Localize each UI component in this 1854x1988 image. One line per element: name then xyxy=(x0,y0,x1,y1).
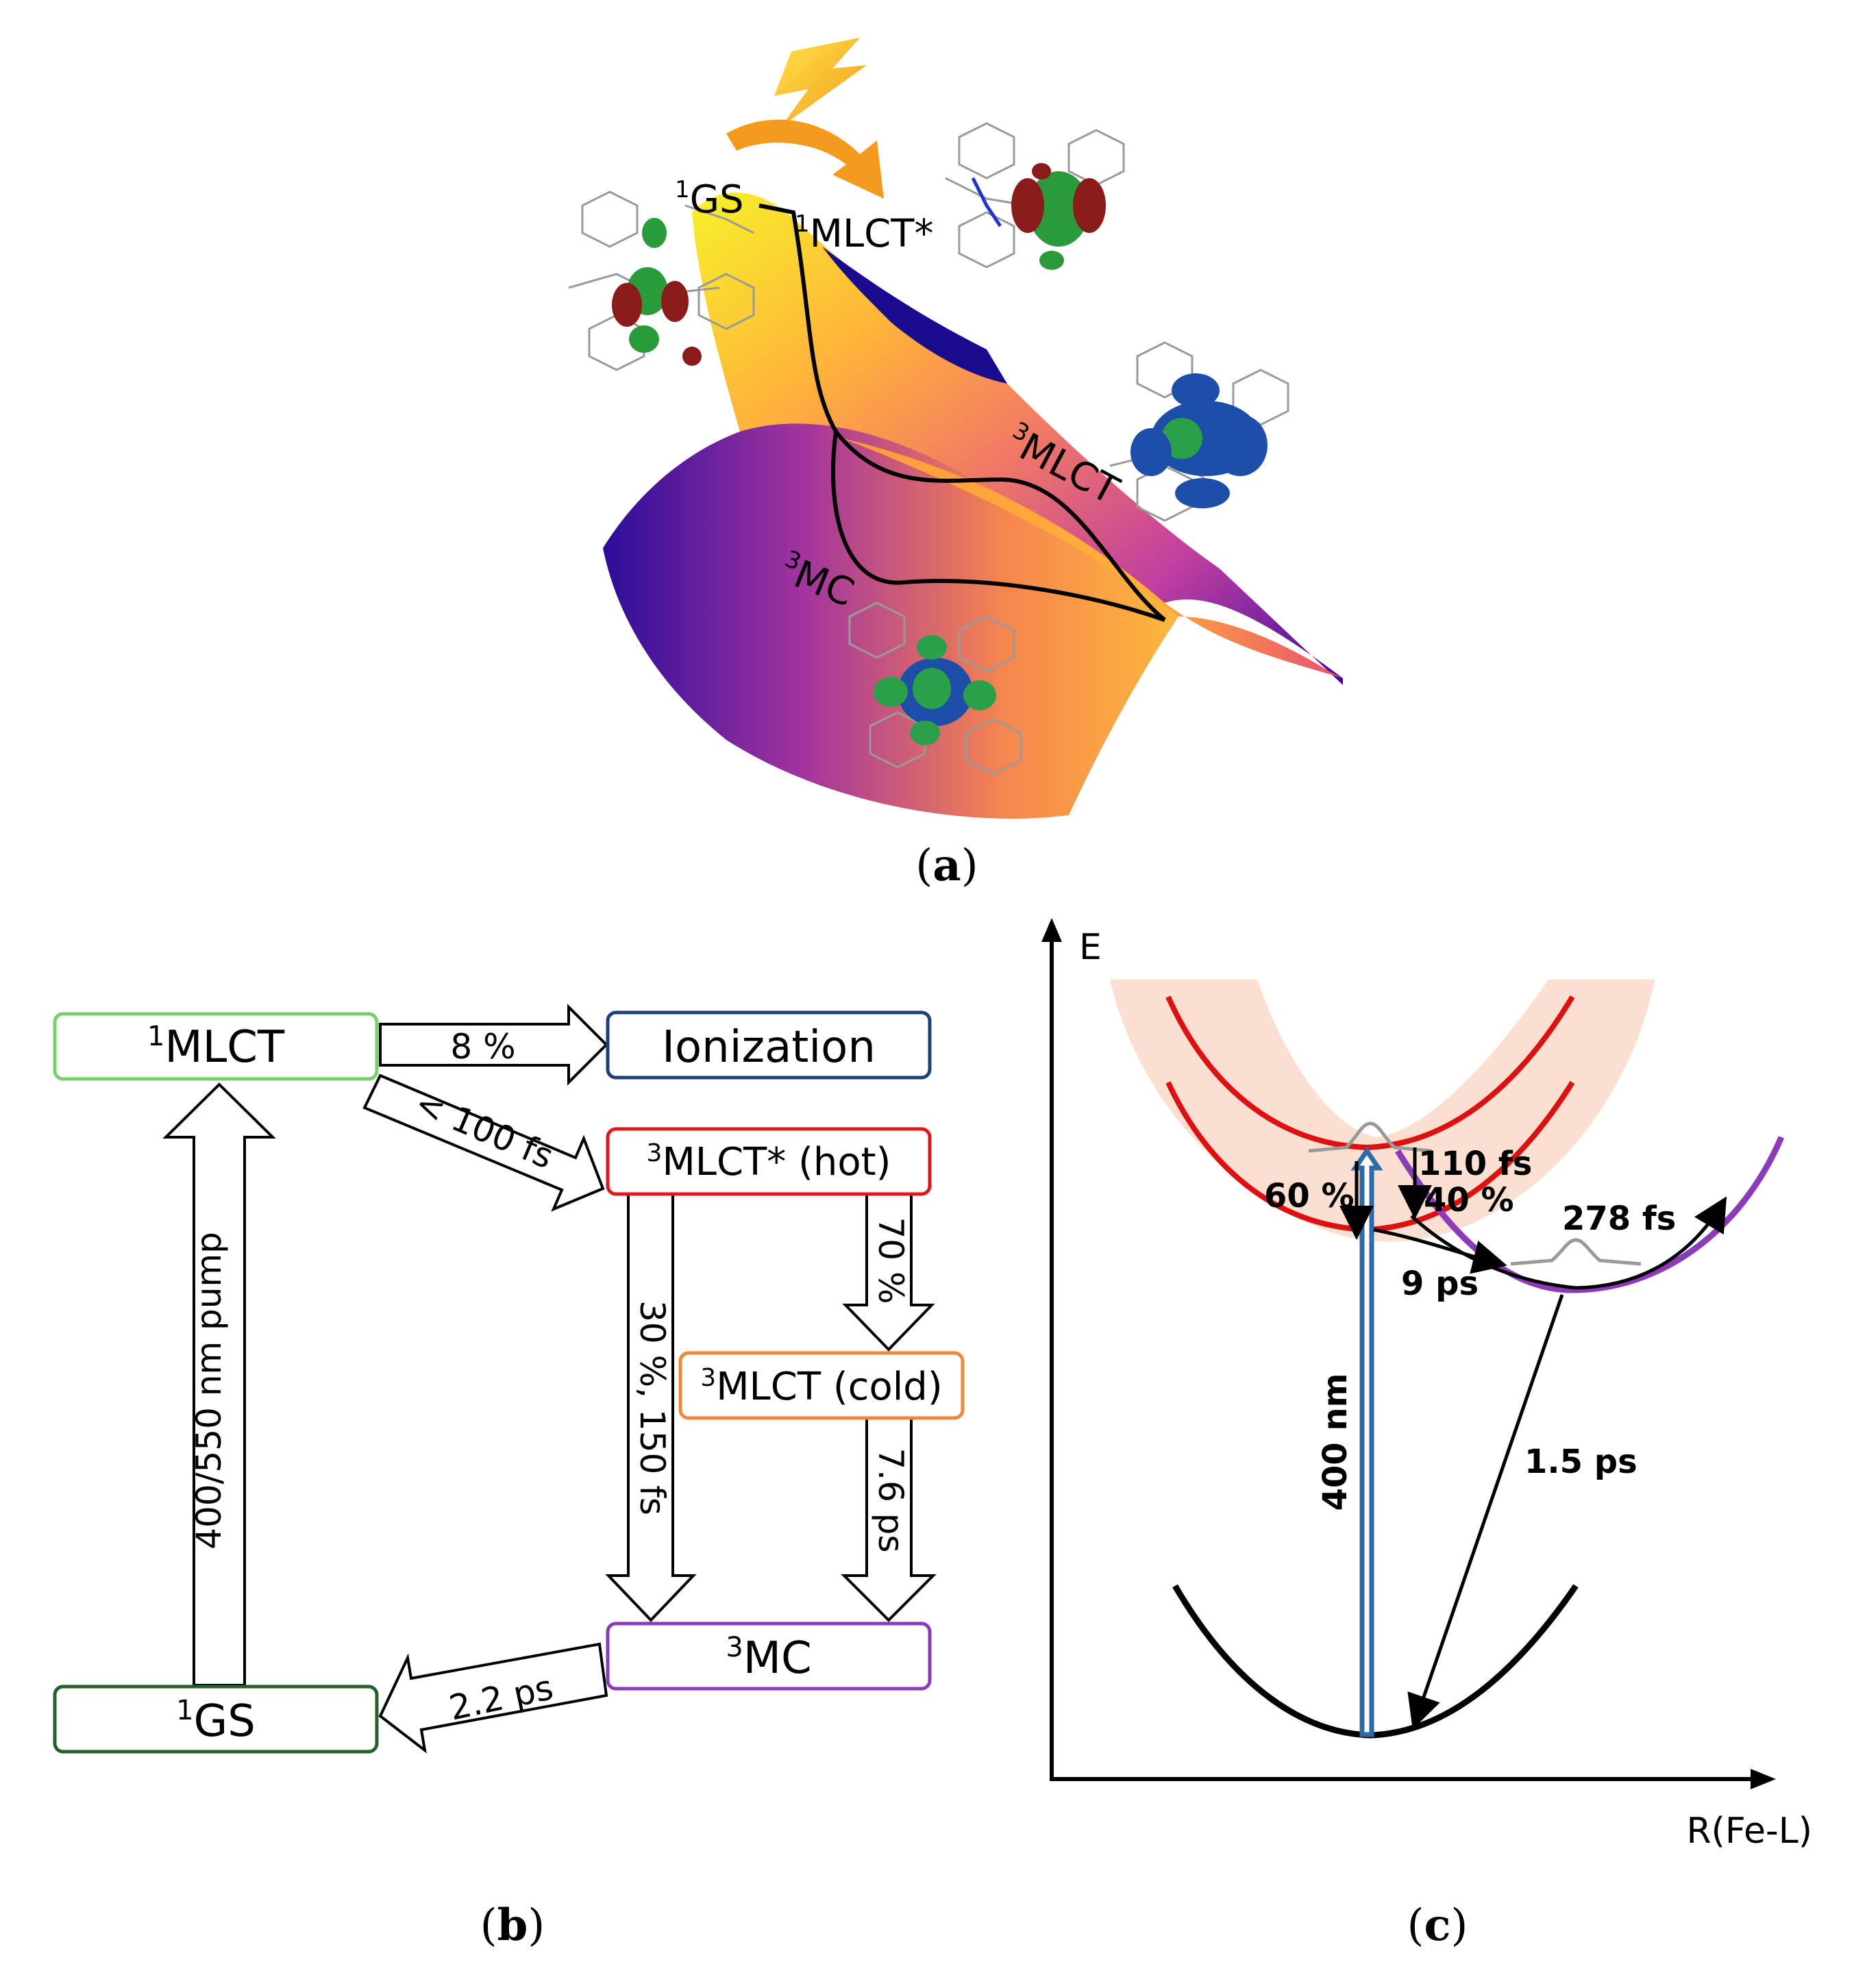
label-1-5-ps: 1.5 ps xyxy=(1524,1443,1637,1481)
label-110-fs: 110 fs xyxy=(1418,1145,1532,1183)
y-axis-arrowhead xyxy=(1041,918,1062,942)
y-axis-label: E xyxy=(1079,927,1102,968)
wavepacket-hot xyxy=(1308,1121,1433,1153)
arrow-to-hot xyxy=(362,1073,605,1212)
molecule-mlct-star-icon xyxy=(945,122,1125,270)
potential-surface-dark-fold xyxy=(822,247,1007,384)
label-40-percent: 40 % xyxy=(1424,1181,1514,1219)
arrow-1-5-ps xyxy=(1407,1294,1564,1730)
box-mlct3-hot-label: 3MLCT* (hot) xyxy=(647,1139,891,1184)
potential-surface-ridge xyxy=(843,438,1343,678)
wavepacket-mc xyxy=(1510,1238,1642,1266)
relaxation-path-mc xyxy=(830,431,1165,622)
label-400-nm: 400 nm xyxy=(1316,1373,1355,1511)
lightning-bolt-icon xyxy=(774,38,867,127)
arrow-mc-to-gs xyxy=(378,1642,608,1754)
potential-surface-upper xyxy=(692,192,1343,685)
mc3-curve xyxy=(1395,1136,1785,1293)
box-mlct3-cold xyxy=(678,1351,965,1420)
x-axis-label: R(Fe-L) xyxy=(1687,1811,1813,1852)
box-gs1 xyxy=(53,1685,379,1754)
box-mc3-label: 3MC xyxy=(726,1632,811,1684)
panel-c: E R(Fe-L) 110 fs 40 % 60 % 278 fs 9 ps 1… xyxy=(1041,918,1812,1951)
arrow-cold-to-mc xyxy=(841,1417,937,1622)
arrow-40-percent xyxy=(1410,1196,1727,1290)
pump-arrow-400nm xyxy=(1350,1146,1383,1737)
molecule-gs-icon xyxy=(568,190,755,371)
box-mlct1-label: 1MLCT xyxy=(147,1021,285,1073)
caption-b: (b) xyxy=(480,1900,545,1951)
x-axis-arrowhead xyxy=(1751,1769,1776,1789)
arrow-to-ionization xyxy=(379,1004,608,1086)
label-9-ps: 9 ps xyxy=(1401,1265,1479,1303)
panel-a: 1GS 1MLCT* 3MLCT 3MC (a) xyxy=(568,38,1343,891)
label-gs: 1GS xyxy=(675,176,744,222)
box-mlct3-hot xyxy=(606,1127,932,1196)
label-8-percent: 8 % xyxy=(450,1027,515,1067)
box-mlct1 xyxy=(53,1012,379,1081)
arrow-9-ps xyxy=(1373,1228,1507,1274)
molecule-mlct3-icon xyxy=(1109,341,1289,522)
ground-state-curve xyxy=(1172,1584,1579,1739)
box-mlct3-cold-label: 3MLCT (cold) xyxy=(700,1364,942,1409)
relaxation-path-mlct xyxy=(758,203,1166,622)
box-gs1-label: 1GS xyxy=(176,1695,256,1747)
box-ionization-label: Ionization xyxy=(662,1022,876,1073)
label-278-fs: 278 fs xyxy=(1562,1200,1676,1238)
excitation-curved-arrow xyxy=(726,119,884,199)
arrow-pump xyxy=(162,1082,276,1687)
label-70-percent: 70 % xyxy=(871,1217,911,1304)
caption-c: (c) xyxy=(1407,1900,1468,1951)
label-60-percent: 60 % xyxy=(1264,1177,1355,1215)
molecule-mc3-icon xyxy=(848,601,1022,775)
panel-b: 8 % < 100 fs 30 %, 150 fs 70 % 7.6 ps 2.… xyxy=(53,1004,965,1951)
label-mlct-star: 1MLCT* xyxy=(795,210,933,256)
label-30-percent-150-fs: 30 %, 150 fs xyxy=(632,1300,672,1515)
box-ionization xyxy=(606,1010,932,1080)
arrow-hot-to-cold xyxy=(842,1192,935,1352)
arrow-hot-to-mc xyxy=(605,1192,697,1622)
label-7-6-ps: 7.6 ps xyxy=(871,1447,911,1552)
label-pump: 400/550 nm pump xyxy=(189,1232,229,1550)
caption-a: (a) xyxy=(915,840,978,891)
excited-state-band xyxy=(1110,980,1655,1242)
box-mc3 xyxy=(606,1622,932,1691)
